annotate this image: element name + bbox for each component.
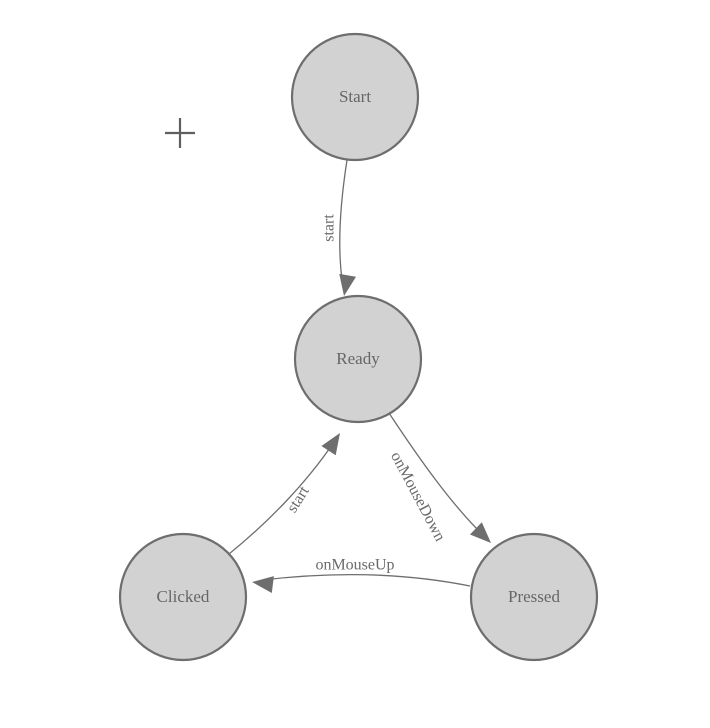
arrowhead-start-to-ready — [339, 273, 357, 296]
state-node-label-pressed: Pressed — [508, 587, 560, 606]
state-node-start[interactable]: Start — [290, 32, 420, 162]
edge-label-ready-to-pressed: onMouseDown — [387, 449, 448, 544]
edge-label-clicked-to-ready: start — [284, 483, 313, 516]
arrowhead-pressed-to-clicked — [252, 576, 274, 593]
edge-line-ready-to-pressed — [388, 412, 485, 537]
state-node-circle-ready[interactable] — [293, 294, 423, 424]
state-node-circle-pressed[interactable] — [469, 532, 599, 662]
edge-label-pressed-to-clicked: onMouseUp — [315, 557, 394, 574]
state-node-label-start: Start — [339, 87, 371, 106]
arrowhead-ready-to-pressed — [469, 522, 491, 543]
edge-ready-to-pressed[interactable] — [388, 412, 497, 549]
edge-line-pressed-to-clicked — [262, 573, 471, 587]
edge-clicked-to-ready[interactable] — [228, 428, 347, 555]
state-node-label-ready: Ready — [336, 349, 380, 368]
edges-layer — [228, 159, 497, 593]
edge-pressed-to-clicked[interactable] — [251, 573, 471, 593]
plus-marker[interactable] — [165, 118, 195, 148]
arrowhead-clicked-to-ready — [321, 433, 340, 456]
state-node-label-clicked: Clicked — [157, 587, 210, 606]
edge-line-clicked-to-ready — [228, 441, 335, 555]
edge-start-to-ready[interactable] — [336, 159, 357, 297]
state-node-clicked[interactable]: Clicked — [118, 532, 248, 662]
state-node-circle-clicked[interactable] — [118, 532, 248, 662]
state-node-ready[interactable]: Ready — [293, 294, 423, 424]
state-node-pressed[interactable]: Pressed — [469, 532, 599, 662]
edge-label-start-to-ready: start — [321, 214, 338, 242]
state-node-circle-start[interactable] — [290, 32, 420, 162]
edge-line-start-to-ready — [339, 159, 348, 287]
